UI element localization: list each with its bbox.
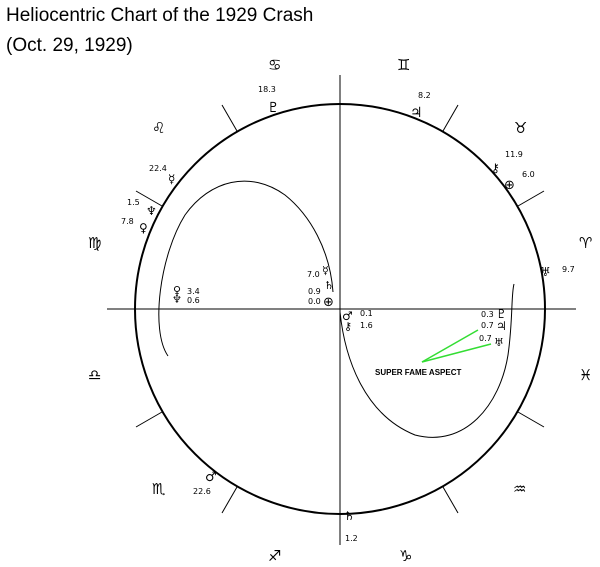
- libra-sign-icon: ♎: [88, 366, 101, 384]
- mars-center-icon: ♂: [342, 309, 353, 323]
- venus-left-degree: 7.8: [121, 217, 134, 226]
- scorpio-sign-icon: ♏: [152, 480, 166, 498]
- mars-bottom-icon: ♂: [205, 470, 217, 485]
- sign-division-ticks: [135, 104, 545, 514]
- mercury-left-degree: 22.4: [149, 164, 167, 173]
- earth-right-icon: ⊕: [504, 178, 515, 193]
- taurus-sign-icon: ♉: [514, 119, 527, 137]
- saturn-center-degree: 0.9: [308, 287, 321, 296]
- sagittarius-sign-icon: ♐: [268, 547, 281, 565]
- mercury-center-degree: 7.0: [307, 270, 320, 279]
- chart-title-line1: Heliocentric Chart of the 1929 Crash: [6, 5, 314, 26]
- venus-inner-icon: ♀: [173, 284, 181, 297]
- super-fame-aspect-label: SUPER FAME ASPECT: [375, 368, 461, 377]
- jupiter-inner-icon: ♃: [496, 319, 507, 333]
- chiron-center-icon: ⚷: [344, 320, 352, 333]
- neptune-left-icon: ♆: [146, 204, 157, 218]
- mercury-left-icon: ☿: [168, 172, 175, 186]
- mars-center-degree: 0.1: [360, 309, 373, 318]
- pluto-inner-icon: ♇: [496, 307, 507, 321]
- uranus-right-icon: ♅: [540, 265, 551, 279]
- aspect-line-uranus: [421, 343, 492, 363]
- uranus-right-degree: 9.7: [562, 265, 575, 274]
- leo-sign-icon: ♌: [152, 119, 165, 137]
- chart-title-line2: (Oct. 29, 1929): [6, 35, 133, 56]
- jupiter-top-icon: ♃: [410, 105, 423, 121]
- capricorn-sign-icon: ♑: [399, 547, 412, 565]
- venus-inner-degree: 3.4: [187, 287, 200, 296]
- uranus-inner-degree: 0.7: [479, 334, 492, 343]
- earth-right-degree: 6.0: [522, 170, 535, 179]
- gemini-sign-icon: ♊: [397, 56, 410, 74]
- virgo-sign-icon: ♍: [88, 234, 101, 252]
- mars-bottom-degree: 22.6: [193, 487, 211, 496]
- uranus-inner-icon: ♅: [494, 336, 504, 349]
- pluto-top-icon: ♇: [267, 100, 280, 116]
- neptune-left-degree: 1.5: [127, 198, 140, 207]
- aquarius-sign-icon: ♒: [513, 480, 526, 498]
- pisces-sign-icon: ♓: [579, 366, 592, 384]
- chiron-right-degree: 11.9: [505, 150, 523, 159]
- neptune-inner-icon: ♆: [172, 293, 182, 306]
- saturn-bottom-icon: ♄: [344, 509, 355, 523]
- saturn-center-icon: ♄: [324, 279, 334, 292]
- cancer-sign-icon: ♋: [268, 56, 281, 74]
- saturn-bottom-degree: 1.2: [345, 534, 358, 543]
- venus-left-icon: ♀: [139, 221, 148, 235]
- aries-sign-icon: ♈: [579, 234, 592, 252]
- jupiter-top-degree: 8.2: [418, 91, 431, 100]
- neptune-inner-degree: 0.6: [187, 296, 200, 305]
- pluto-inner-degree: 0.3: [481, 310, 494, 319]
- jupiter-inner-degree: 0.7: [481, 321, 494, 330]
- right-loop-curve: [339, 283, 515, 438]
- earth-center-degree: 0.0: [308, 297, 321, 306]
- chiron-center-degree: 1.6: [360, 321, 373, 330]
- mercury-center-icon: ☿: [322, 264, 329, 277]
- aspect-line-pluto: [421, 329, 479, 363]
- left-loop-curve: [158, 180, 334, 357]
- pluto-top-degree: 18.3: [258, 85, 276, 94]
- chiron-right-icon: ⚷: [491, 161, 500, 175]
- earth-center-icon: ⊕: [323, 295, 334, 310]
